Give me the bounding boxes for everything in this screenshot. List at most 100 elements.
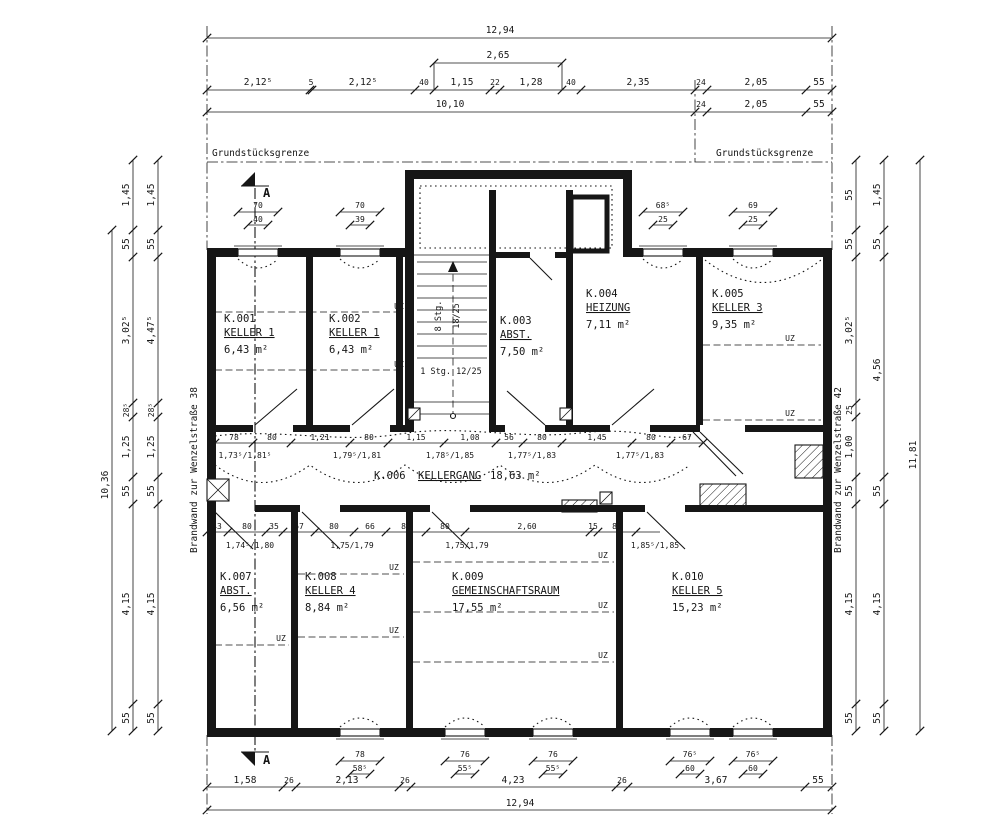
- room-id: K.003: [500, 315, 532, 327]
- dim-label: 55: [121, 238, 132, 249]
- dim-label: 56: [504, 433, 514, 442]
- dim-label: 4,56: [872, 358, 883, 381]
- dim-label: 83: [401, 522, 411, 531]
- dim-label: 80: [612, 522, 622, 531]
- dim-label: 12,94: [506, 798, 535, 809]
- dim-label: 4,23: [502, 775, 525, 786]
- dim-label: 10,36: [100, 470, 111, 499]
- dim-label: 28⁵: [147, 403, 156, 417]
- dim-label: 80: [329, 522, 339, 531]
- room-area: 17,55 m²: [452, 602, 503, 614]
- section-line: [241, 172, 269, 766]
- brandwand-label-left: Brandwand zur Wenzelstraße 38: [189, 387, 200, 553]
- stair-flight-label: 8 Stg.: [434, 301, 444, 332]
- property-lines: [206, 26, 833, 814]
- room-area: 18,63 m²: [490, 470, 541, 482]
- hatched-walls: [407, 407, 824, 513]
- dim-chain-top-row1: 2,12⁵ 5 2,12⁵ 40 1,15 22 1,28 40 2,35 24…: [202, 77, 837, 95]
- dim-label: 80: [267, 433, 277, 442]
- section-marker-top: A: [263, 186, 271, 200]
- dim-label: 55: [844, 238, 855, 249]
- dim-label: 2,35: [627, 77, 650, 88]
- dim-chain-corridor: 78 80 1,21 80 1,15 1,08 56 80 1,45 80 67…: [210, 433, 708, 460]
- room-area: 6,43 m²: [329, 344, 373, 356]
- dim-chain-right: 55 55 3,02⁵ 25 1,00 55 4,15 55 1,45 55 4…: [844, 155, 925, 736]
- dim-label: 67: [294, 522, 304, 531]
- room-id: K.002: [329, 313, 361, 325]
- dim-chain-lower: 43 80 35 67 80 66 83 80 2,60 15 80 1,74⁵…: [202, 522, 679, 550]
- walls: [207, 170, 832, 737]
- dim-label: 25: [658, 215, 668, 224]
- dim-label: 2,65: [487, 50, 510, 61]
- beam-lines: [215, 311, 821, 663]
- dim-label: 2,05: [745, 99, 768, 110]
- dim-label: 55: [872, 712, 883, 723]
- dim-label: 1,45: [121, 184, 132, 207]
- dim-chain-bottom: 1,58 26 2,13 26 4,23 26 3,67 55: [202, 775, 837, 792]
- uz-beam-label: UZ: [598, 651, 608, 660]
- dim-label: 68⁵: [656, 201, 670, 210]
- room-area: 7,50 m²: [500, 346, 544, 358]
- dim-label: 76: [548, 750, 558, 759]
- uz-beam-label: UZ: [598, 601, 608, 610]
- dim-label: 15: [588, 522, 598, 531]
- room-area: 6,56 m²: [220, 602, 264, 614]
- dim-label: 80: [646, 433, 656, 442]
- dim-label: 55: [121, 485, 132, 496]
- uz-beam-label: UZ: [785, 409, 795, 418]
- dim-label: 55: [146, 238, 157, 249]
- door-dim-label: 1,75/1,79: [445, 541, 489, 550]
- dim-label: 40: [566, 78, 576, 87]
- dim-label: 1,28: [520, 77, 543, 88]
- room-name: KELLER 1: [329, 327, 380, 339]
- room-name: KELLER 3: [712, 302, 763, 314]
- dim-label: 80: [364, 433, 374, 442]
- dim-label: 55: [146, 485, 157, 496]
- dim-chain-left: 1,45 55 3,02⁵ 28⁵ 1,25 55 4,15 55 1,45 5…: [100, 155, 163, 736]
- room-name: KELLER 4: [305, 585, 356, 597]
- dim-label: 4,15: [146, 593, 157, 616]
- dim-label: 76⁵: [683, 750, 697, 759]
- stair-single-step-label: 1 Stg. 12/25: [420, 367, 481, 377]
- dim-label: 10,10: [436, 99, 465, 110]
- room-id: K.004: [586, 288, 618, 300]
- dim-label: 3,02⁵: [121, 316, 132, 345]
- room-id: K.005: [712, 288, 744, 300]
- dim-label: 55: [812, 775, 823, 786]
- dim-label: 1,45: [146, 184, 157, 207]
- property-line-label-left: Grundstücksgrenze: [212, 148, 310, 159]
- windows: [206, 245, 777, 740]
- dim-windows-top: 70 40 70 39 68⁵ 25 69 25: [233, 201, 778, 230]
- dim-label: 55: [872, 238, 883, 249]
- dim-label: 3,67: [705, 775, 728, 786]
- uz-beam-label: UZ: [785, 334, 795, 343]
- dim-label: 1,25: [121, 436, 132, 459]
- dim-label: 1,45: [872, 184, 883, 207]
- dim-label: 25: [748, 215, 758, 224]
- dim-label: 76⁵: [746, 750, 760, 759]
- dim-chain-top-row2: 10,10 24 2,05 55: [202, 99, 837, 117]
- dim-label: 1,15: [451, 77, 474, 88]
- door-dim-label: 1,85⁵/1,85: [631, 541, 679, 550]
- room-area: 7,11 m²: [586, 319, 630, 331]
- door-dim-label: 1,78⁵/1,85: [426, 451, 474, 460]
- door-dim-label: 1,75/1,79: [330, 541, 374, 550]
- dim-label: 78: [229, 433, 239, 442]
- dim-label: 1,08: [460, 433, 479, 442]
- room-name: GEMEINSCHAFTSRAUM: [452, 585, 559, 597]
- dim-label: 1,45: [587, 433, 606, 442]
- room-id: K.007: [220, 571, 252, 583]
- dim-label: 60: [748, 764, 758, 773]
- dim-label: 43: [212, 522, 222, 531]
- dim-label: 80: [440, 522, 450, 531]
- door-dim-label: 1,73⁵/1,81⁵: [219, 451, 272, 460]
- dim-label: 2,60: [517, 522, 536, 531]
- dim-label: 4,47⁵: [146, 316, 157, 345]
- dim-label: 2,12⁵: [349, 77, 378, 88]
- dim-label: 28⁵: [122, 403, 131, 417]
- dim-label: 55: [146, 712, 157, 723]
- dim-label: 4,15: [872, 593, 883, 616]
- dim-label: 55: [844, 485, 855, 496]
